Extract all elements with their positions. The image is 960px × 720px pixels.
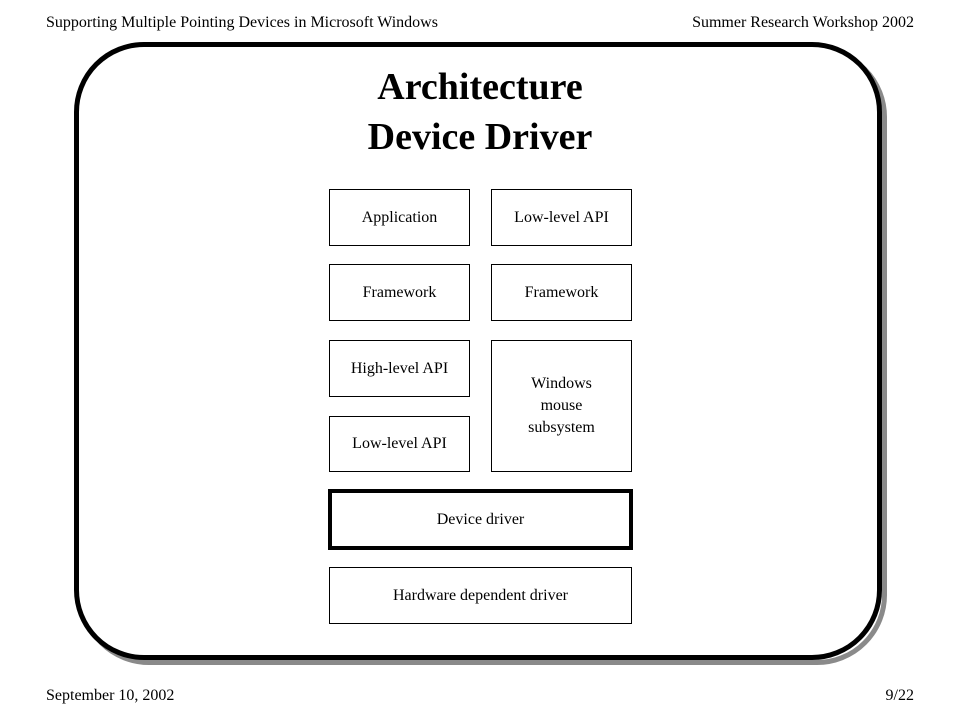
slide-title-line1: Architecture	[377, 66, 583, 108]
box-framework-right: Framework	[491, 264, 632, 321]
header-event-name: Summer Research Workshop 2002	[692, 14, 914, 31]
slide-frame	[74, 42, 882, 660]
slide-title-line2: Device Driver	[367, 116, 593, 158]
box-device-driver: Device driver	[328, 489, 633, 550]
footer-date: September 10, 2002	[46, 687, 175, 704]
box-windows-mouse-subsystem: Windows mouse subsystem	[491, 340, 632, 472]
box-low-level-api-right: Low-level API	[491, 189, 632, 246]
box-application: Application	[329, 189, 470, 246]
box-hardware-dependent-driver: Hardware dependent driver	[329, 567, 632, 624]
box-framework-left: Framework	[329, 264, 470, 321]
header-presentation-title: Supporting Multiple Pointing Devices in …	[46, 14, 438, 31]
box-high-level-api: High-level API	[329, 340, 470, 397]
footer-page-number: 9/22	[885, 687, 914, 704]
box-low-level-api-left: Low-level API	[329, 416, 470, 472]
